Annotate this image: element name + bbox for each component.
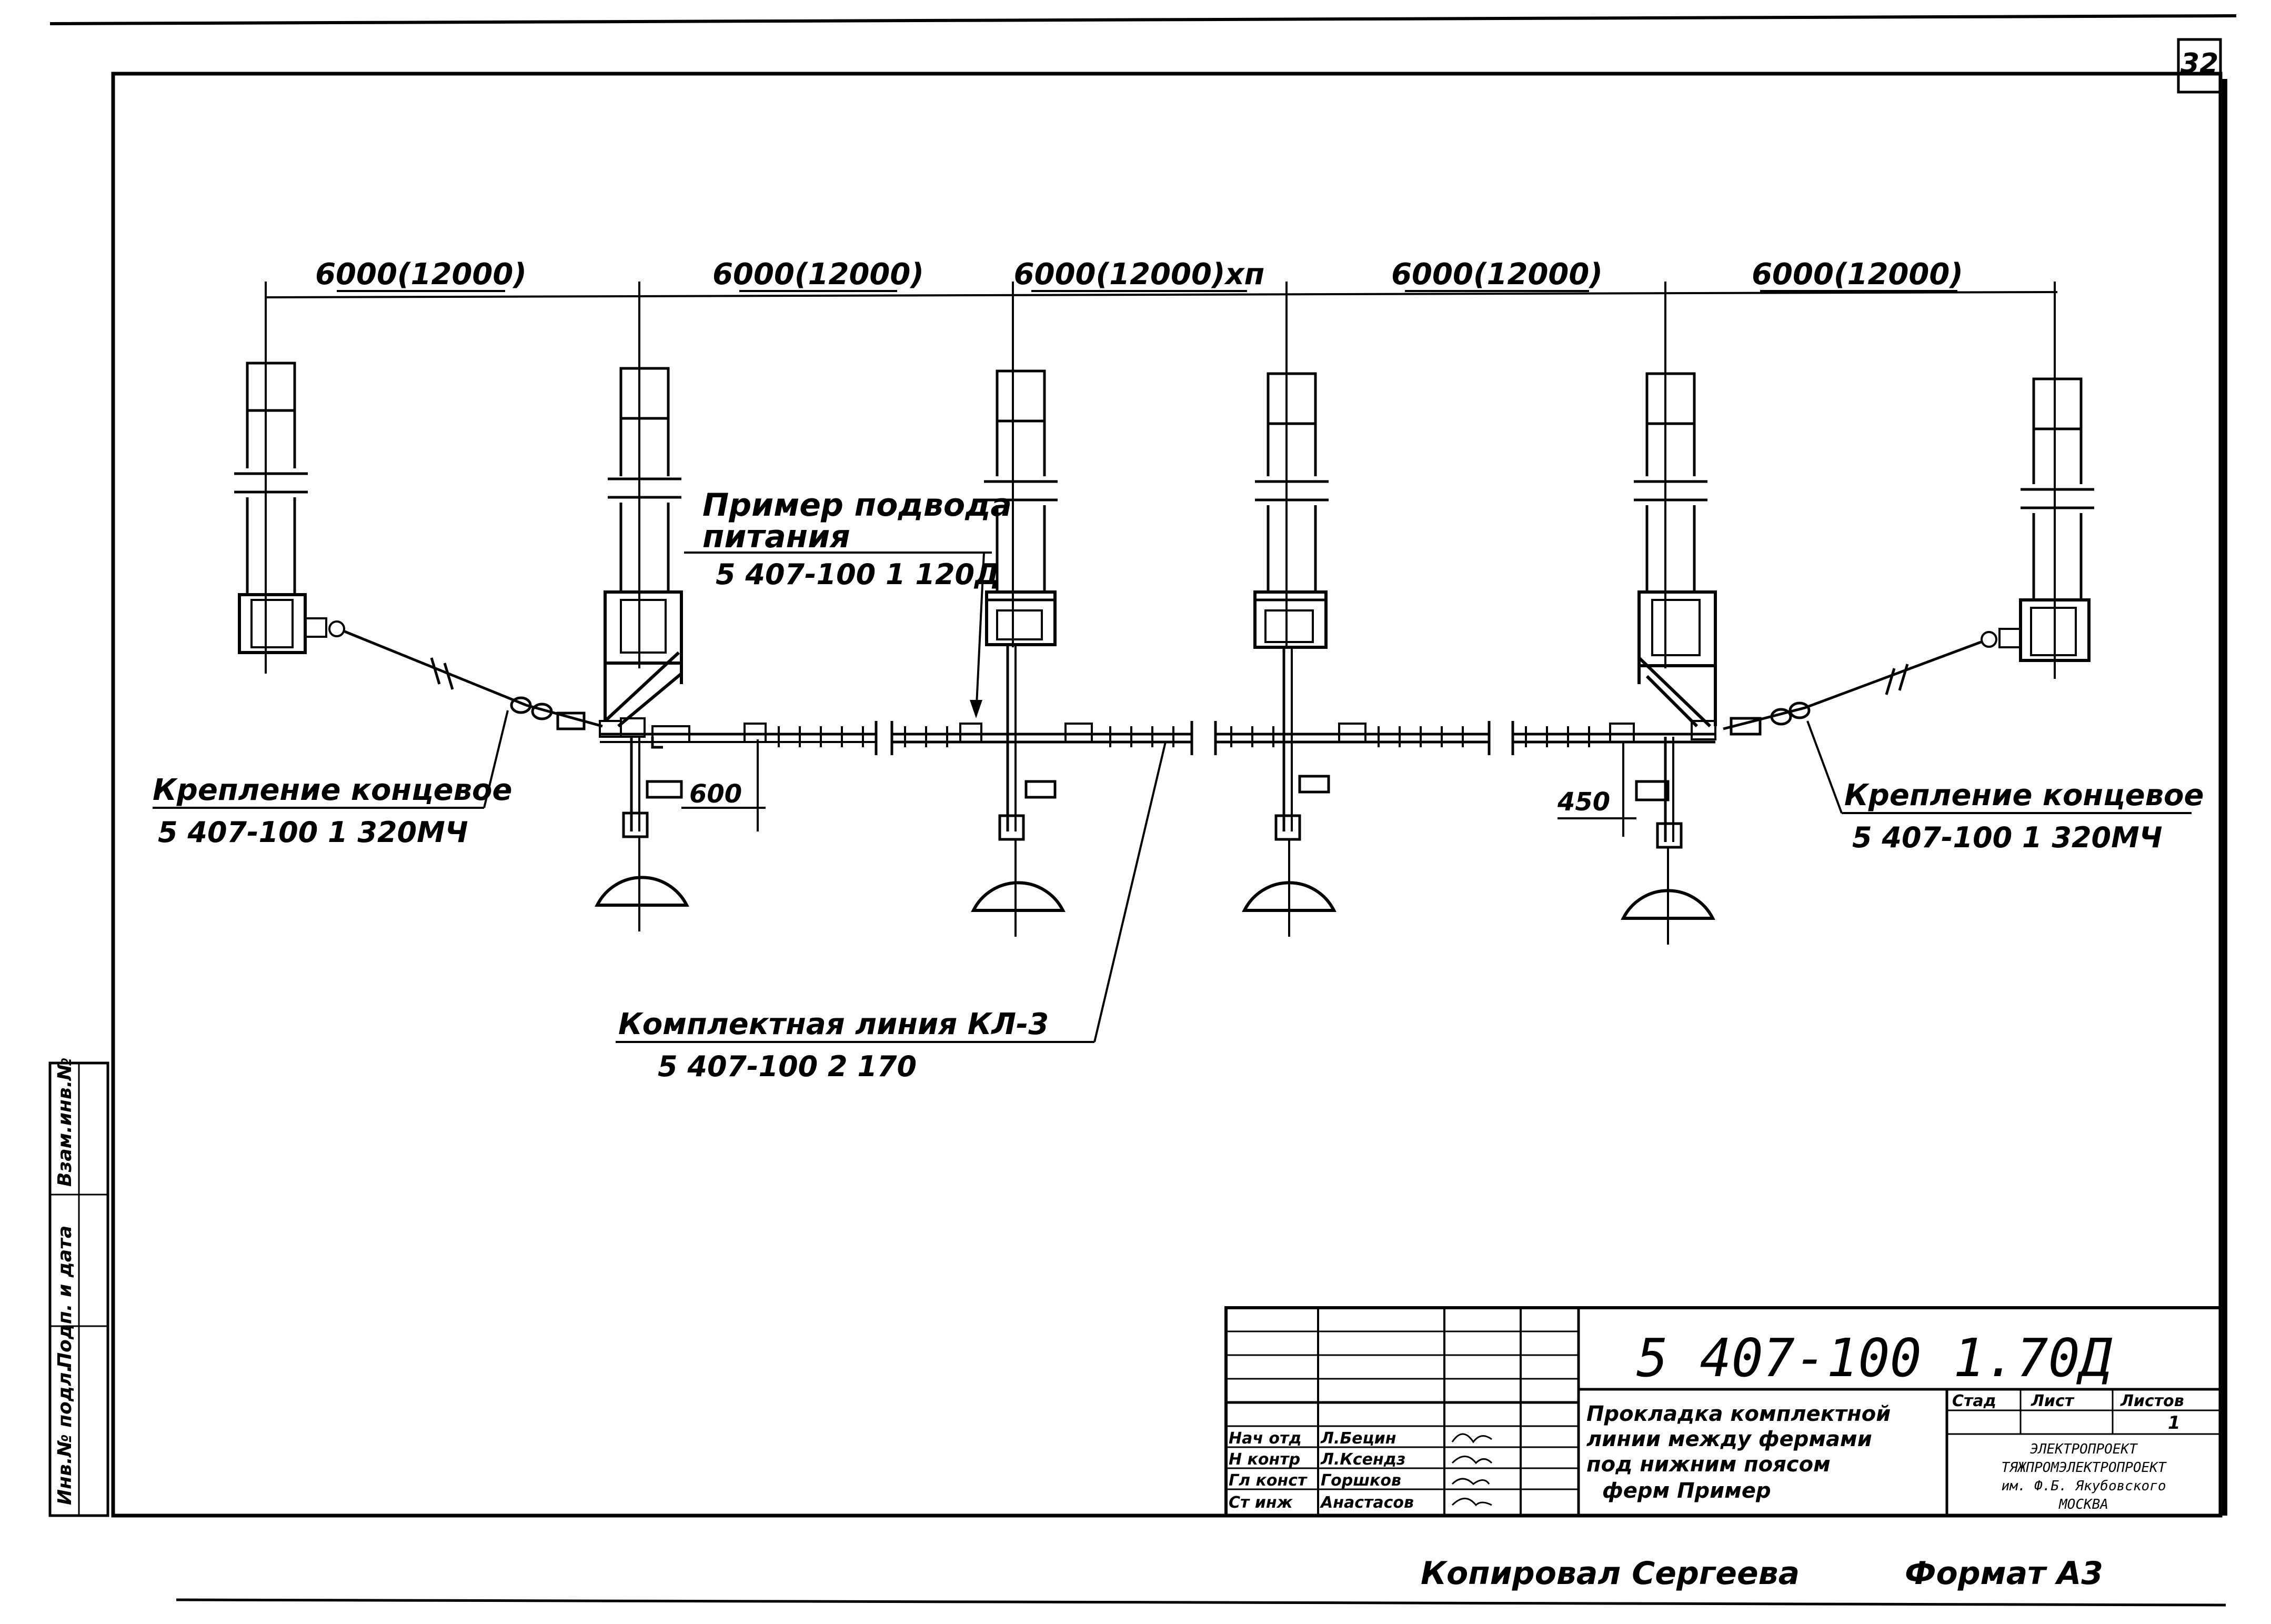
stage-header: Стад [1952, 1392, 1996, 1410]
luminaire-3 [1242, 814, 1337, 937]
callout-end-fixing-right: Крепление концевое 5 407-100 1 320МЧ [1806, 720, 2204, 854]
end-fixing-right-code: 5 407-100 1 320МЧ [1852, 821, 2163, 854]
margin-label-inventory: Инв.№ подл. [54, 1365, 76, 1505]
sheets-total-value: 1 [2168, 1412, 2180, 1433]
signatures [1451, 1433, 1493, 1507]
luminaire-4 [1621, 822, 1715, 945]
end-fixing-left-title: Крепление концевое [153, 773, 512, 807]
drop-dimension-left-label: 600 [689, 779, 742, 809]
truss-column-2 [599, 326, 683, 831]
role-chief-designer: Гл конст [1229, 1471, 1308, 1490]
name-norm-control: Л.Ксендз [1320, 1450, 1405, 1469]
name-chief-designer: Горшков [1321, 1471, 1401, 1490]
drop-dimension-right-label: 450 [1557, 787, 1610, 817]
callout-complete-line: Комплектная линия КЛ-3 5 407-100 2 170 [616, 741, 1167, 1083]
role-norm-control: Н контр [1229, 1450, 1300, 1469]
margin-stamp-strip: Инв.№ подл. Подп. и дата Взам.инв.№ [48, 1057, 109, 1517]
truss-column-3 [984, 326, 1058, 831]
luminaire-1 [595, 811, 689, 931]
truss-column-5 [1634, 326, 1717, 842]
organization-line-4: МОСКВА [2058, 1497, 2108, 1512]
drawing-title-line-1: Прокладка комплектной [1586, 1402, 1891, 1426]
drop-dimension-left: 600 [681, 739, 766, 831]
dimension-label-span-1: 6000(12000) [315, 257, 527, 292]
dimension-chain [265, 282, 2058, 368]
margin-label-replacement: Взам.инв.№ [54, 1057, 76, 1187]
truss-column-1 [234, 326, 345, 674]
sheet-header: Лист [2031, 1392, 2075, 1410]
power-feed-code: 5 407-100 1 120Д [716, 558, 1000, 591]
sheet-bottom-edge [176, 1598, 2226, 1607]
power-feed-line2: питания [702, 518, 850, 555]
end-fixing-cable-right [1723, 640, 1982, 736]
drop-dimension-right: 450 [1557, 742, 1636, 837]
luminaire-2 [971, 814, 1066, 937]
dimension-label-span-5: 6000(12000) [1752, 257, 1963, 292]
organization-line-3: им. Ф.Б. Якубовского [2001, 1478, 2166, 1494]
end-fixing-cable-left [344, 630, 603, 730]
dimension-label-span-2: 6000(12000) [712, 257, 924, 292]
end-fixing-left-code: 5 407-100 1 320МЧ [158, 816, 468, 849]
title-block [1224, 1306, 2222, 1517]
end-fixing-right-title: Крепление концевое [1844, 778, 2204, 813]
callout-end-fixing-left: Крепление концевое 5 407-100 1 320МЧ [153, 710, 512, 849]
sheets-total-header: Листов [2120, 1392, 2184, 1410]
footer-copied-by: Копировал Сергеева [1421, 1555, 1800, 1592]
callout-power-feed: Пример подвода питания 5 407-100 1 120Д [684, 487, 1012, 718]
truss-column-4 [1253, 300, 1330, 831]
complete-line-title: Комплектная линия КЛ-3 [618, 1007, 1049, 1041]
page-number: 32 [2180, 48, 2218, 79]
page-number-box [2177, 38, 2222, 94]
document-code: 5 407-100 1.70Д [1636, 1327, 2113, 1389]
drawing-title-line-2: линии между фермами [1586, 1427, 1872, 1451]
truss-column-6 [1981, 326, 2094, 679]
name-head-of-department: Л.Бецин [1320, 1429, 1396, 1448]
sheet-top-edge [49, 14, 2237, 25]
power-feed-line1: Пример подвода [702, 487, 1012, 524]
name-senior-engineer: Анастасов [1320, 1493, 1414, 1512]
organization-line-2: ТЯЖПРОМЭЛЕКТРОПРОЕКТ [2001, 1460, 2166, 1476]
drawing-title-line-3: под нижним поясом [1586, 1452, 1831, 1477]
dimension-label-span-4: 6000(12000) [1391, 257, 1603, 292]
complete-line-code: 5 407-100 2 170 [658, 1050, 917, 1083]
role-senior-engineer: Ст инж [1229, 1493, 1293, 1512]
role-head-of-department: Нач отд [1229, 1429, 1302, 1448]
organization-line-1: ЭЛЕКТРОПРОЕКТ [2030, 1441, 2138, 1457]
dimension-label-span-3: 6000(12000)хп [1014, 257, 1265, 292]
busway-line [600, 721, 1715, 755]
footer-format: Формат А3 [1905, 1555, 2103, 1592]
drawing-title-line-4: ферм Пример [1602, 1479, 1771, 1503]
margin-label-signature: Подп. и дата [54, 1226, 76, 1368]
